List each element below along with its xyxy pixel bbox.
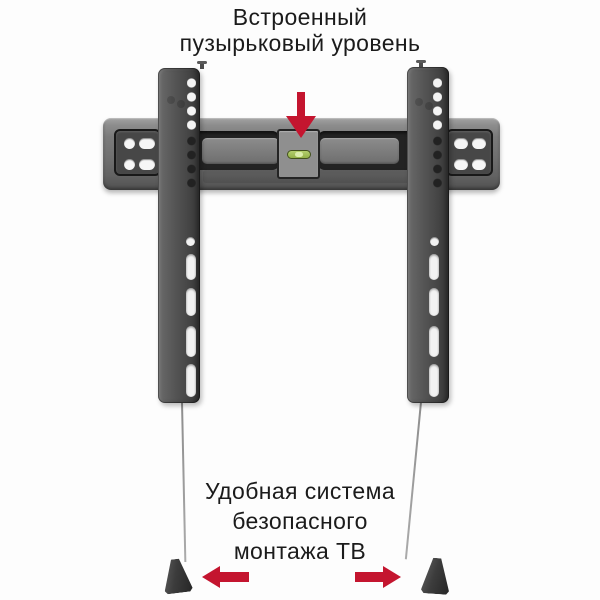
vesa-hole-column xyxy=(187,76,196,132)
cord-weight-shape xyxy=(421,557,451,595)
mounting-hole xyxy=(139,159,155,170)
rail-dimple xyxy=(167,96,175,104)
caption-safe-mounting: Удобная система безопасного монтажа ТВ xyxy=(0,476,600,566)
arrow-right-icon xyxy=(355,566,401,588)
rail-dimple xyxy=(177,100,185,108)
cord-weight-left xyxy=(161,557,193,594)
locking-screw-right xyxy=(416,60,426,63)
caption-bottom-line-1: Удобная система xyxy=(204,478,396,504)
rail-slot xyxy=(186,364,196,397)
caption-top-line-2: пузырьковый уровень xyxy=(179,30,421,56)
caption-bottom-line-3: монтажа ТВ xyxy=(233,538,367,564)
bubble-level xyxy=(287,150,311,159)
rail-slot xyxy=(429,254,439,280)
rail-slot xyxy=(429,288,439,316)
rail-slot xyxy=(186,288,196,316)
tv-rail-right xyxy=(407,67,449,403)
cord-weight-right xyxy=(421,557,451,595)
mounting-hole xyxy=(124,159,135,170)
rail-dimple xyxy=(425,102,433,110)
locking-screw-left xyxy=(197,61,207,64)
rail-slot xyxy=(429,364,439,397)
level-bubble xyxy=(295,152,303,157)
arrow-left-icon xyxy=(202,566,249,588)
mounting-hole xyxy=(472,138,486,149)
rail-dimple xyxy=(415,98,423,106)
rail-hole xyxy=(186,237,195,246)
mounting-hole xyxy=(124,138,135,149)
rail-slot xyxy=(429,326,439,357)
caption-bubble-level: Встроенный пузырьковый уровень xyxy=(0,4,600,56)
mounting-hole-panel-right xyxy=(446,129,493,176)
mounting-hole xyxy=(454,138,468,149)
rail-slot xyxy=(186,254,196,280)
rail-slot xyxy=(186,326,196,357)
caption-top-line-1: Встроенный xyxy=(232,4,368,30)
mounting-hole xyxy=(454,159,468,170)
extension-arm-right xyxy=(320,138,399,164)
extension-arm-left xyxy=(202,138,279,164)
rail-hole xyxy=(430,237,439,246)
arrow-down-icon xyxy=(286,92,316,139)
mounting-hole-panel-left xyxy=(114,129,161,176)
caption-bottom-line-2: безопасного xyxy=(232,508,368,534)
vesa-hole-column xyxy=(433,134,442,190)
locking-screw-left-stem xyxy=(200,62,204,69)
vesa-hole-column xyxy=(433,76,442,132)
vesa-hole-column xyxy=(187,134,196,190)
mounting-hole xyxy=(472,159,486,170)
cord-weight-shape xyxy=(161,557,193,594)
mounting-hole xyxy=(139,138,155,149)
tv-rail-left xyxy=(158,68,200,403)
locking-screw-right-stem xyxy=(419,61,423,68)
